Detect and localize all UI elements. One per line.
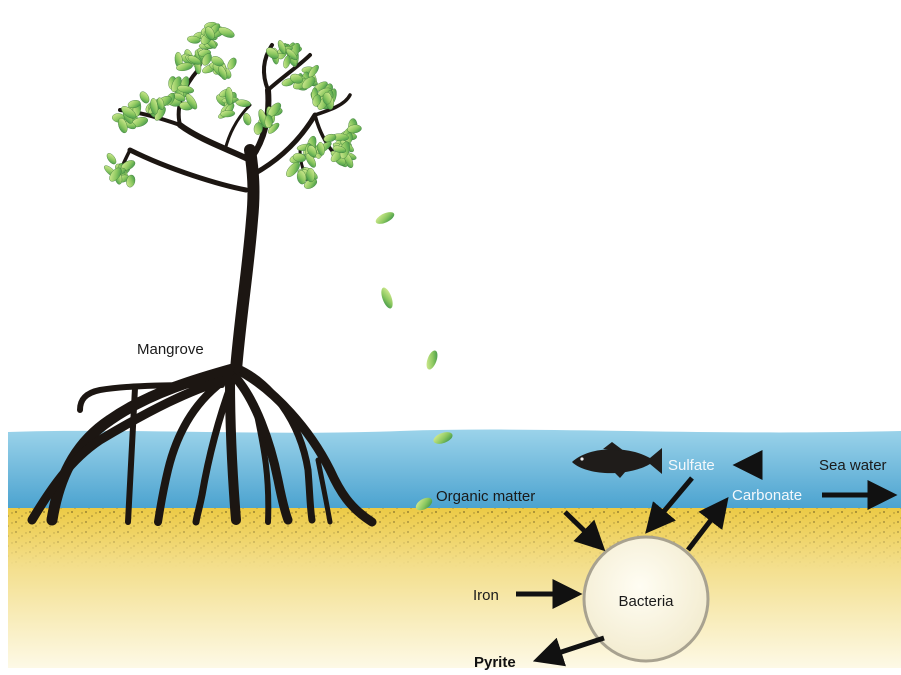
label-mangrove: Mangrove [137,341,204,358]
falling-leaf [424,349,439,371]
label-organic-matter: Organic matter [436,488,535,505]
leaf [323,92,332,104]
label-carbonate: Carbonate [732,487,802,504]
falling-leaf [379,286,395,310]
tree-leaves [102,21,361,190]
label-bacteria: Bacteria [618,593,674,610]
label-iron: Iron [473,587,499,604]
label-sulfate: Sulfate [668,457,715,474]
label-sea-water: Sea water [819,457,887,474]
leaf [242,113,252,126]
falling-leaf [374,210,396,227]
leaf [235,99,251,108]
label-pyrite: Pyrite [474,654,516,671]
sediment-speckle [8,508,901,568]
leaf [105,152,118,166]
